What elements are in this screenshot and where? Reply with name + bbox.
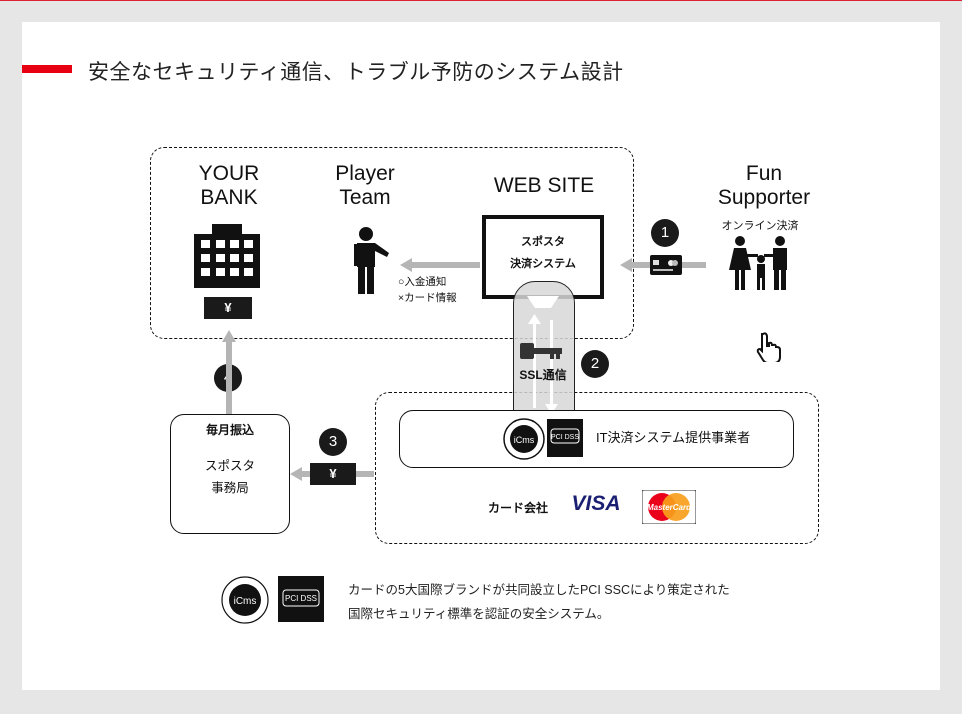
pcidss-badge-icon: PCI DSS xyxy=(547,419,583,457)
fun-supporter-label: Fun Supporter xyxy=(717,162,811,209)
footer-line-1: カードの5大国際ブランドが共同設立したPCI SSCにより策定された xyxy=(348,583,730,597)
step-1-badge: 1 xyxy=(651,219,679,247)
family-icon xyxy=(728,236,794,290)
building-icon xyxy=(194,224,260,288)
icms-badge-icon: iCms xyxy=(503,418,545,460)
card-company-label: カード会社 xyxy=(487,501,548,515)
key-icon xyxy=(520,340,564,362)
notify-no-card: ×カード情報 xyxy=(398,292,457,304)
content-card xyxy=(22,22,940,690)
svg-text:MasterCard: MasterCard xyxy=(647,503,692,512)
payment-system-label: 決済システム xyxy=(510,258,576,270)
person-pointing-icon xyxy=(348,226,398,296)
footer-pcidss-icon: PCI DSS xyxy=(278,576,324,622)
hand-pointer-icon xyxy=(756,332,782,364)
player-team-label: Player Team xyxy=(335,162,395,209)
step-3-badge: 3 xyxy=(319,428,347,456)
footer-icms-icon: iCms xyxy=(221,576,269,624)
bank-yen-badge: ¥ xyxy=(204,297,252,319)
office-name-line2: 事務局 xyxy=(211,481,249,495)
bottom-dashed-group xyxy=(375,392,819,544)
mastercard-logo: MasterCard xyxy=(641,489,697,525)
arrow-to-player xyxy=(400,257,480,273)
ssl-arrows xyxy=(513,290,573,420)
website-label: WEB SITE xyxy=(493,174,595,197)
svg-text:PCI DSS: PCI DSS xyxy=(285,594,317,603)
step-2-badge: 2 xyxy=(581,350,609,378)
ssl-label: SSL通信 xyxy=(519,368,567,382)
credit-card-icon xyxy=(650,255,682,275)
top-border-line xyxy=(0,0,962,1)
footer-line-2: 国際セキュリティ標準を認証の安全システム。 xyxy=(348,607,610,621)
svg-text:PCI DSS: PCI DSS xyxy=(551,434,579,441)
sposta-office-box xyxy=(170,414,290,534)
svg-text:iCms: iCms xyxy=(234,596,257,607)
top-dashed-group xyxy=(150,147,634,339)
online-payment-label: オンライン決済 xyxy=(721,220,799,232)
notify-received: ○入金通知 xyxy=(398,276,447,288)
visa-logo: VISA xyxy=(571,492,621,515)
transfer-yen-badge: ¥ xyxy=(310,463,356,485)
monthly-transfer-label: 毎月振込 xyxy=(205,423,254,437)
arrow-to-bank xyxy=(221,330,237,414)
it-provider-label: IT決済システム提供事業者 xyxy=(596,430,751,445)
bank-label: YOUR BANK xyxy=(198,162,260,209)
office-name-line1: スポスタ xyxy=(204,459,255,473)
page-title: 安全なセキュリティ通信、トラブル予防のシステム設計 xyxy=(88,60,624,84)
svg-text:iCms: iCms xyxy=(514,435,535,445)
sposta-label: スポスタ xyxy=(521,236,565,248)
title-accent-bar xyxy=(22,65,72,73)
it-provider-box xyxy=(399,410,794,468)
